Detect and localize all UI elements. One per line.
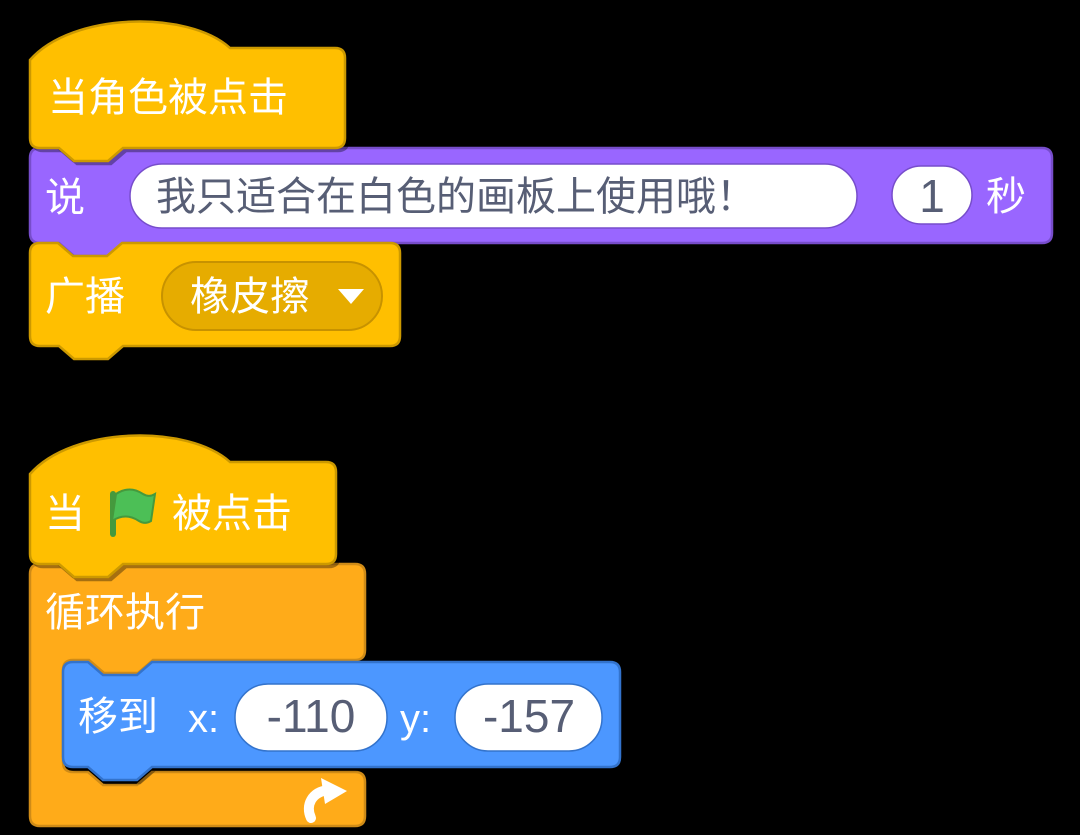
say-duration-input[interactable] (891, 165, 973, 225)
forever-loop-block[interactable]: 循环执行 (28, 562, 367, 828)
broadcast-block[interactable]: 广播 橡皮擦 (28, 241, 402, 361)
green-flag-icon (110, 488, 157, 537)
flag-hat-clicked-label: 被点击 (172, 492, 292, 536)
loop-arrow-icon (303, 778, 347, 823)
say-duration-value[interactable]: 1 (919, 170, 945, 222)
goto-keyword-label: 移到 (78, 695, 158, 739)
say-message-value[interactable]: 我只适合在白色的画板上使用哦！ (156, 175, 756, 219)
forever-label: 循环执行 (45, 591, 205, 635)
broadcast-target-dropdown[interactable]: 橡皮擦 (161, 261, 383, 331)
goto-y-label: y: (400, 697, 431, 741)
say-for-seconds-block[interactable]: 说 我只适合在白色的画板上使用哦！ 1 秒 (28, 146, 1054, 258)
goto-xy-block[interactable]: 移到 x: -110 y: -157 (61, 660, 622, 782)
dropdown-caret-icon (338, 289, 364, 304)
sprite-hat-body[interactable] (28, 20, 347, 163)
forever-block-body[interactable] (28, 562, 367, 828)
flag-hat-when-label: 当 (45, 492, 85, 536)
goto-y-value[interactable]: -157 (483, 690, 575, 742)
goto-x-label: x: (188, 697, 219, 741)
when-flag-clicked-hat-block[interactable]: 当 被点击 (28, 434, 338, 579)
sprite-hat-label: 当角色被点击 (48, 76, 288, 120)
broadcast-keyword-label: 广播 (45, 275, 125, 319)
say-seconds-label: 秒 (986, 175, 1026, 219)
when-sprite-clicked-hat-block[interactable]: 当角色被点击 (28, 20, 347, 163)
say-keyword-label: 说 (45, 176, 85, 220)
say-message-input[interactable] (129, 163, 858, 229)
flag-hat-body[interactable] (28, 434, 338, 579)
goto-x-value[interactable]: -110 (267, 690, 356, 742)
goto-x-input[interactable] (234, 683, 388, 752)
goto-y-input[interactable] (454, 683, 603, 752)
broadcast-target-value: 橡皮擦 (190, 275, 310, 319)
